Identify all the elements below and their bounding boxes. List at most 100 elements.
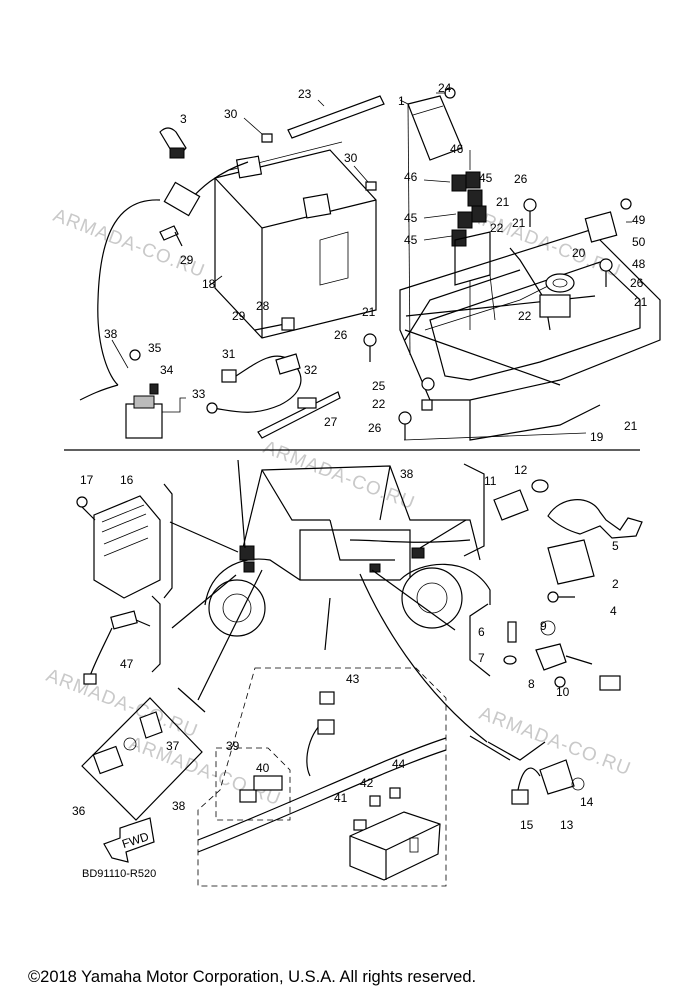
callout: 45 [479,171,493,185]
callout: 12 [514,463,528,477]
battery-cable [97,161,249,386]
callout-labels: 1 2 3 4 5 6 7 8 9 10 11 12 13 14 15 16 1… [72,81,648,832]
callout: 3 [180,112,187,126]
callout: 26 [368,421,382,435]
callout: 14 [580,795,594,809]
callout: 22 [372,397,386,411]
callout: 22 [518,309,532,323]
callout: 26 [630,276,644,290]
callout: 37 [166,739,180,753]
callout: 10 [556,685,570,699]
callout: 2 [612,577,619,591]
callout: 5 [612,539,619,553]
callout: 26 [514,172,528,186]
callout: 4 [610,604,617,618]
ecu [407,87,463,161]
callout: 25 [372,379,386,393]
lean-angle-sensor [584,198,632,243]
forward-arrow: FWD [103,817,155,863]
callout: 32 [304,363,318,377]
callout: 21 [634,295,648,309]
callout: 44 [392,757,406,771]
speed-sensor [83,610,151,685]
group-brackets [64,449,640,821]
callout: 18 [202,277,216,291]
relays [451,171,487,247]
callout: 31 [222,347,236,361]
callout: 17 [80,473,94,487]
callout: 46 [404,170,418,184]
callout: 21 [512,216,526,230]
thermo-switch [493,479,549,521]
callout: 50 [632,235,646,249]
callout: 46 [450,142,464,156]
callout-leaders [111,92,632,441]
copyright-notice: ©2018 Yamaha Motor Corporation, U.S.A. A… [28,968,477,986]
cable-tie [257,391,341,439]
callout: 43 [346,672,360,686]
callout: 30 [224,107,238,121]
vehicle [204,465,491,637]
callout: 29 [180,253,194,267]
rectifier-regulator [76,495,161,599]
callout: 21 [362,305,376,319]
bolt-26 [363,198,613,440]
callout: 21 [624,419,638,433]
callout: 21 [496,195,510,209]
callout: 29 [232,309,246,323]
battery [214,141,377,339]
grommet [545,273,575,293]
callout: 20 [572,246,586,260]
callout: 36 [72,804,86,818]
callout: 38 [172,799,186,813]
callout: 41 [334,791,348,805]
callout: 24 [438,81,452,95]
callout: 38 [400,467,414,481]
callout: 48 [632,257,646,271]
callout: 11 [484,474,497,488]
battery-band [287,95,385,139]
callout: 27 [324,415,338,429]
spark-plug [503,620,621,691]
nut [421,377,435,411]
callout: 16 [120,473,134,487]
diagram-code: BD91110-R520 [82,868,157,880]
callout: 45 [404,233,418,247]
callout: 42 [360,776,374,790]
callout: 47 [120,657,134,671]
neutral-switch [92,711,163,775]
callout: 28 [256,299,270,313]
callout: 6 [478,625,485,639]
callout: 34 [160,363,174,377]
callout: 22 [490,221,504,235]
callout: 23 [298,87,312,101]
negative-lead [206,353,302,414]
callout: 35 [148,341,162,355]
callout: 30 [344,151,358,165]
callout: 26 [334,328,348,342]
fuse-holder [159,127,187,159]
watermark: ARMADA-CO.RU [260,437,418,514]
callout: 38 [104,327,118,341]
watermark: ARMADA-CO.RU [50,205,208,282]
watermark: ARMADA-CO.RU [43,665,201,742]
terminal-bolt [174,231,295,331]
callout: 8 [528,677,535,691]
callout: 19 [590,430,604,444]
callout: 15 [520,818,534,832]
callout: 39 [226,739,240,753]
callout: 45 [404,211,418,225]
battery-bolt [261,133,377,191]
callout: 13 [560,818,574,832]
callout: 49 [632,213,646,227]
callout: 33 [192,387,206,401]
ignition-coil [547,499,643,603]
leader-lines [169,459,488,743]
callout: 7 [478,651,485,665]
crank-sensor [487,741,585,805]
wiring-detail-box [197,667,447,887]
starter-relay [79,349,163,439]
battery-tray [399,229,661,441]
callout: 9 [540,619,547,633]
